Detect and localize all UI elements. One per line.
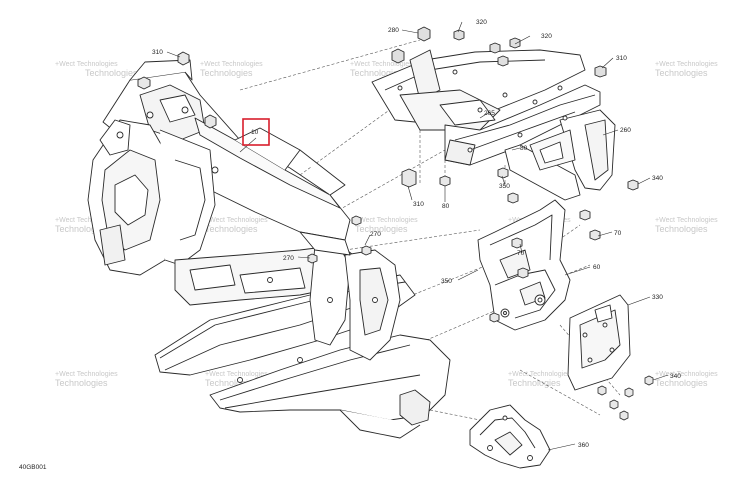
- callout-340[interactable]: 340: [652, 175, 663, 182]
- watermark: +Wect Technologies Technologies: [200, 61, 263, 78]
- watermark-line1: +Wect Technologies: [55, 61, 118, 68]
- watermark-line1: +Wect Technologies: [508, 371, 571, 378]
- watermark-line1: +Wect Technologies: [350, 61, 413, 68]
- callout-260[interactable]: 260: [620, 127, 631, 134]
- watermark-line2: Technologies: [205, 378, 258, 388]
- callout-310[interactable]: 310: [616, 55, 627, 62]
- watermark-line2: Technologies: [508, 378, 561, 388]
- watermark-line1: +Wect Technologies: [355, 217, 418, 224]
- watermark-line2: Technologies: [655, 68, 708, 78]
- leader-lines: [166, 21, 669, 451]
- watermark-line1: +Wect Technologies: [55, 371, 118, 378]
- lower-bracket: [469, 404, 551, 469]
- watermark: +Wect Technologies Technologies: [55, 217, 118, 234]
- callout-270[interactable]: 270: [283, 255, 294, 262]
- callout-360[interactable]: 360: [578, 442, 589, 449]
- callout-270[interactable]: 270: [370, 231, 381, 238]
- callout-350[interactable]: 350: [441, 278, 452, 285]
- callout-320[interactable]: 320: [541, 33, 552, 40]
- watermark-line1: +Wect Technologies: [205, 371, 268, 378]
- watermark: +Wect Technologies Technologies: [655, 61, 718, 78]
- skid-plate: [567, 294, 631, 391]
- watermark-line2: Technologies: [655, 378, 708, 388]
- watermark-line1: +Wect Technologies: [205, 217, 268, 224]
- watermark-line2: Technologies: [350, 68, 403, 78]
- rear-bracket: [477, 199, 571, 331]
- highlight-box: [242, 118, 270, 146]
- watermark-line2: Technologies: [655, 224, 708, 234]
- callout-70[interactable]: 70: [614, 230, 622, 237]
- watermark-line2: Technologies: [55, 224, 108, 234]
- callout-labels: 310 10 280 320 320 310 265 260 80 350 34…: [152, 19, 681, 449]
- watermark-line2: Technologies: [200, 68, 253, 78]
- callout-60[interactable]: 60: [593, 264, 601, 271]
- watermark-line1: +Wect Technologies: [655, 217, 718, 224]
- fasteners: [597, 375, 654, 421]
- callout-350[interactable]: 350: [499, 183, 510, 190]
- watermark-line1: +Wect Technologies: [55, 217, 118, 224]
- callout-80[interactable]: 80: [520, 145, 528, 152]
- callout-310[interactable]: 310: [413, 201, 424, 208]
- watermark-line1: +Wect Technologies: [200, 61, 263, 68]
- watermark: +Wect Technologies Technologies: [655, 217, 718, 234]
- watermark-line1: +Wect Technologies: [655, 61, 718, 68]
- callout-330[interactable]: 330: [652, 294, 663, 301]
- rear-subframe: [371, 26, 639, 241]
- callout-340[interactable]: 340: [670, 373, 681, 380]
- watermark: +Wect Technologies Technologies: [350, 61, 413, 78]
- callout-280[interactable]: 280: [388, 27, 399, 34]
- watermark: +Wect Technologies Technologies: [205, 371, 268, 388]
- watermark: +Wect Technologies Technologies: [55, 61, 138, 78]
- callout-70[interactable]: 70: [517, 250, 525, 257]
- watermark-line1: +Wect Technologies: [655, 371, 718, 378]
- watermark-line2: Technologies: [85, 68, 138, 78]
- main-frame: [87, 51, 451, 439]
- watermark: +Wect Technologies Technologies: [205, 217, 268, 234]
- watermark: +Wect Technologies Technologies: [355, 217, 418, 234]
- watermark-line2: Technologies: [205, 224, 258, 234]
- watermark: +Wect Technologies Technologies: [508, 371, 571, 388]
- figure-id: 40GB001: [19, 464, 47, 471]
- callout-265[interactable]: 265: [484, 110, 495, 117]
- callout-320[interactable]: 320: [476, 19, 487, 26]
- watermark-line2: Technologies: [355, 224, 408, 234]
- callout-310[interactable]: 310: [152, 49, 163, 56]
- watermark: +Wect Technologies Technologies: [55, 371, 118, 388]
- callout-80[interactable]: 80: [442, 203, 450, 210]
- callout-10[interactable]: 10: [251, 129, 259, 136]
- watermark: +Wect Technologies Technologies: [655, 371, 718, 388]
- watermark-line2: Technologies: [55, 378, 108, 388]
